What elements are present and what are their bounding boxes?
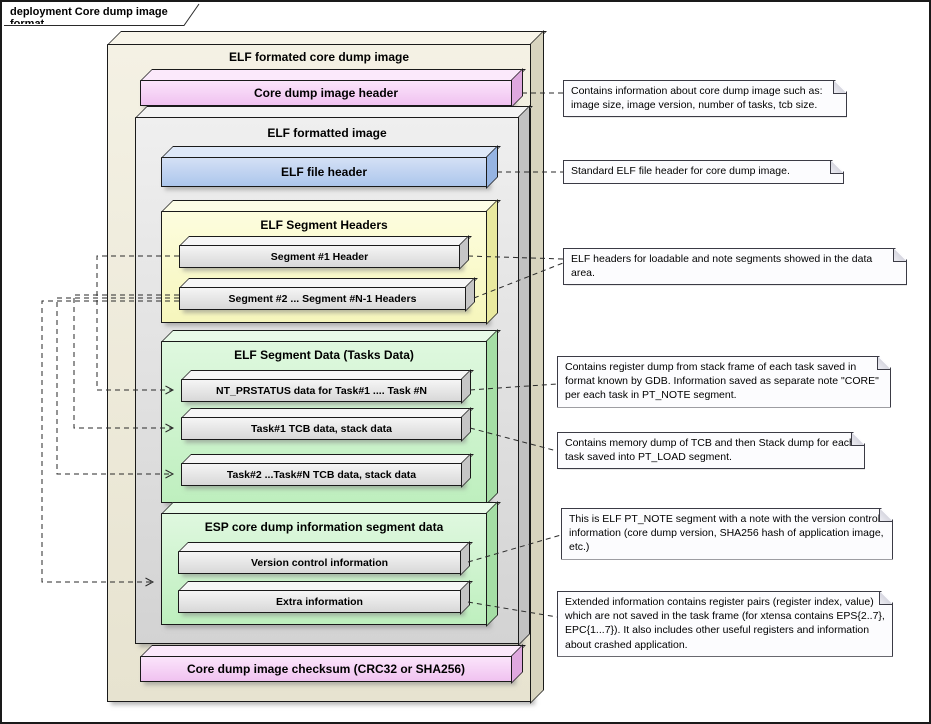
note-text: Contains memory dump of TCB and then Sta… <box>565 437 855 464</box>
note-tcb-stack: Contains memory dump of TCB and then Sta… <box>557 432 865 469</box>
node-elf-segment-data-title: ELF Segment Data (Tasks Data) <box>234 348 414 362</box>
frame-title-tab: deployment Core dump image format <box>2 2 198 24</box>
note-text: Standard ELF file header for core dump i… <box>571 165 790 177</box>
node-segment1-header: Segment #1 Header <box>179 245 460 268</box>
node-nt-prstatus-label: NT_PRSTATUS data for Task#1 .... Task #N <box>215 384 428 397</box>
node-checksum: Core dump image checksum (CRC32 or SHA25… <box>140 656 512 682</box>
node-version-control-info-label: Version control information <box>250 556 389 569</box>
node-esp-core-dump-info-title: ESP core dump information segment data <box>204 520 444 534</box>
node-task2-tcb-label: Task#2 ...Task#N TCB data, stack data <box>226 468 417 481</box>
note-text: This is ELF PT_NOTE segment with a note … <box>569 513 884 554</box>
node-elf-file-header-label: ELF file header <box>280 165 368 179</box>
node-elf-file-header: ELF file header <box>161 157 487 187</box>
node-elf-formatted-image-title: ELF formatted image <box>267 126 387 140</box>
node-extra-info-label: Extra information <box>276 595 363 608</box>
node-segment2-headers: Segment #2 ... Segment #N-1 Headers <box>179 287 466 310</box>
note-text: Contains information about core dump ima… <box>571 85 823 112</box>
node-task1-tcb: Task#1 TCB data, stack data <box>181 417 462 440</box>
note-segment-headers: ELF headers for loadable and note segmen… <box>563 248 907 285</box>
node-version-control-info: Version control information <box>178 551 461 574</box>
node-task2-tcb: Task#2 ...Task#N TCB data, stack data <box>181 463 462 486</box>
node-elf-core-dump-image-title: ELF formated core dump image <box>228 50 410 64</box>
node-task1-tcb-label: Task#1 TCB data, stack data <box>250 422 393 435</box>
node-extra-info: Extra information <box>178 590 461 613</box>
note-extra-info: Extended information contains register p… <box>557 591 893 657</box>
note-text: Contains register dump from stack frame … <box>565 361 879 402</box>
note-text: Extended information contains register p… <box>565 596 885 651</box>
node-segment2-headers-label: Segment #2 ... Segment #N-1 Headers <box>228 292 417 305</box>
node-elf-segment-headers-title: ELF Segment Headers <box>260 218 388 232</box>
note-version-control: This is ELF PT_NOTE segment with a note … <box>561 508 893 560</box>
node-segment1-header-label: Segment #1 Header <box>270 250 369 263</box>
note-core-dump-header: Contains information about core dump ima… <box>563 80 847 117</box>
frame-title-label: deployment Core dump image format <box>10 6 168 30</box>
note-text: ELF headers for loadable and note segmen… <box>571 253 873 280</box>
note-nt-prstatus: Contains register dump from stack frame … <box>557 356 891 408</box>
node-checksum-label: Core dump image checksum (CRC32 or SHA25… <box>186 662 466 676</box>
note-elf-file-header: Standard ELF file header for core dump i… <box>563 160 844 184</box>
node-nt-prstatus: NT_PRSTATUS data for Task#1 .... Task #N <box>181 379 462 402</box>
node-core-dump-image-header: Core dump image header <box>140 80 512 106</box>
node-core-dump-image-header-label: Core dump image header <box>253 86 399 100</box>
